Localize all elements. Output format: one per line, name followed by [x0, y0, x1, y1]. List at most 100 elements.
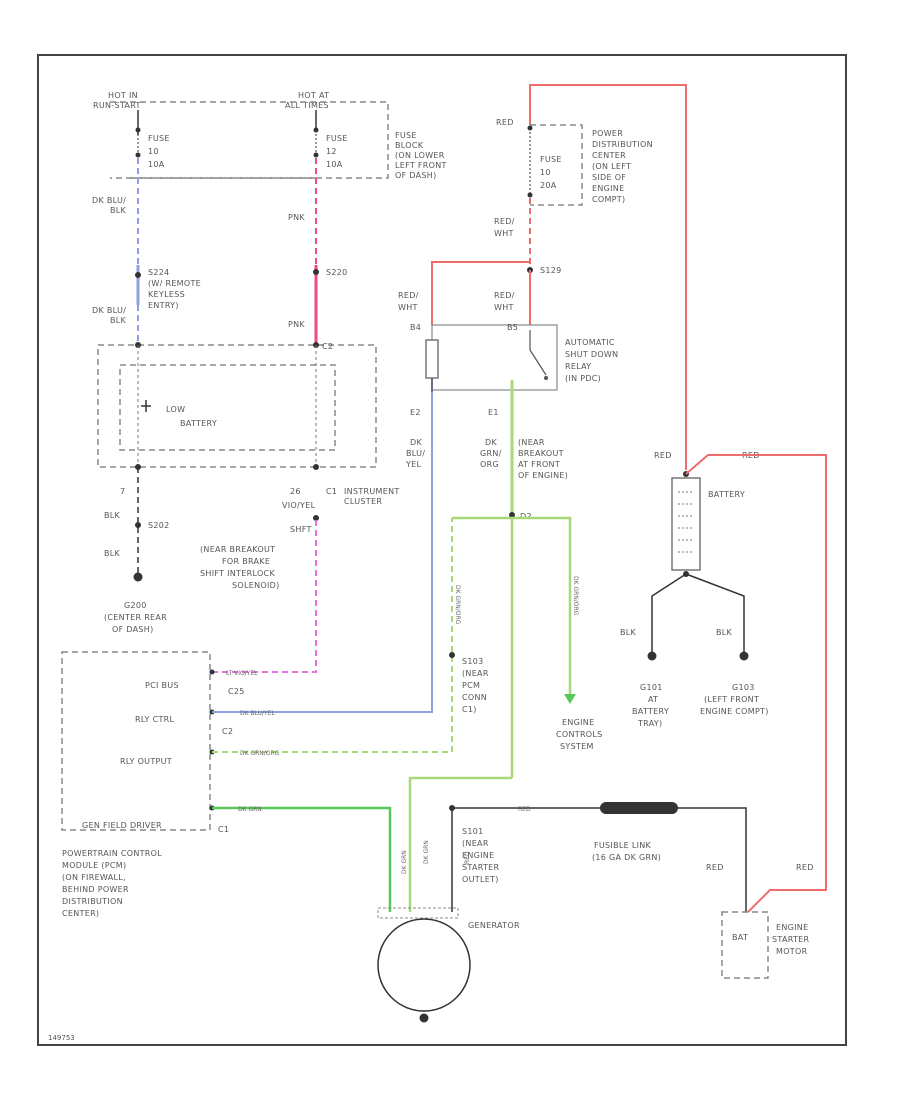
engine-breakout-2: BREAKOUT: [518, 449, 564, 458]
relay-pin-b4: B4: [410, 323, 421, 332]
splice-s202-label: S202: [148, 521, 170, 530]
wire-dk-grn-field: [212, 806, 392, 912]
g103-label-2: (LEFT FRONT: [704, 695, 759, 704]
starter-label-2: STARTER: [772, 935, 810, 944]
pcm-row-rly-ctrl: RLY CTRL: [135, 715, 175, 724]
starter-wire-label: RED: [706, 863, 724, 872]
pdc-fuse-num: 10: [540, 168, 551, 177]
splice-s101-note-2: ENGINE: [462, 851, 494, 860]
wire-label-pnk-2: PNK: [288, 320, 305, 329]
splice-s103-note-3: CONN: [462, 693, 487, 702]
fuse2-num: 12: [326, 147, 337, 156]
fuse-block-outline: [110, 101, 389, 179]
fusible-link-label-1: FUSIBLE LINK: [594, 841, 652, 850]
figure-code: 149753: [48, 1034, 75, 1042]
pdc-fuse-label: FUSE: [540, 155, 562, 164]
wire-label-dk-blu-blk-2b: BLK: [110, 316, 127, 325]
generator-label: GENERATOR: [468, 921, 520, 930]
splice-s224-dot: [135, 272, 141, 278]
g103-label-1: G103: [732, 683, 755, 692]
wire-label-red-gen: RED: [464, 851, 471, 864]
splice-s220-dot: [313, 269, 319, 275]
brake-breakout-3: SHIFT INTERLOCK: [200, 569, 275, 578]
splice-s101-label: S101: [462, 827, 484, 836]
generator-icon: [377, 918, 471, 1012]
pdc-note-2: DISTRIBUTION: [592, 140, 653, 149]
g101-label-1: G101: [640, 683, 663, 692]
engine-breakout-3: AT FRONT: [518, 460, 560, 469]
pcm-title-6: CENTER): [62, 909, 99, 918]
splice-s103-note-2: PCM: [462, 681, 480, 690]
pcm-row-gen-field: GEN FIELD DRIVER: [82, 821, 162, 830]
g101-label-3: BATTERY: [632, 707, 669, 716]
fuse1-label: FUSE: [148, 134, 170, 143]
wire-dk-blu-yel: [212, 345, 433, 713]
engine-controls-1: ENGINE: [562, 718, 594, 727]
engine-breakout-d1: D2: [520, 512, 532, 521]
brake-breakout-1: (NEAR BREAKOUT: [200, 545, 275, 554]
pcm-pin-label-c25: C25: [228, 687, 245, 696]
wire-label-grn-org-1: DK: [485, 438, 497, 447]
splice-s220-label: S220: [326, 268, 348, 277]
pdc-note-7: COMPT): [592, 195, 625, 204]
fuse1-num: 10: [148, 147, 159, 156]
wire-label-red-wht-a1: RED/: [398, 291, 419, 300]
hot-in-run-label-2: RUN-START: [93, 101, 141, 110]
pdc-note-6: ENGINE: [592, 184, 624, 193]
low-battery-lamp-box: [119, 364, 336, 451]
hot-at-all-label: HOT AT: [298, 91, 329, 100]
pcm-outline: [61, 651, 211, 831]
relay-switch-icon: [529, 330, 548, 380]
wire-label-vio-yel: VIO/YEL: [282, 501, 316, 510]
wire-label-grn-org-v1: DK GRN/ORG: [454, 585, 461, 625]
splice-s101-dot: [449, 805, 455, 811]
wire-label-blu-yel-2: BLU/: [406, 449, 425, 458]
cluster-pin-26: 26: [290, 487, 301, 496]
splice-s101-note-4: OUTLET): [462, 875, 499, 884]
brake-breakout-2: FOR BRAKE: [222, 557, 270, 566]
wire-label-blk-batt-2: BLK: [716, 628, 733, 637]
splice-s224-note-2: KEYLESS: [148, 290, 185, 299]
wire-blk-batt-ground: [651, 573, 745, 652]
pdc-note-3: CENTER: [592, 151, 626, 160]
cluster-pin-7: 7: [120, 487, 125, 496]
pcm-pin-1: [209, 669, 215, 675]
fuse2-label: FUSE: [326, 134, 348, 143]
fuse-block-note-2: BLOCK: [395, 141, 424, 150]
g101-label-2: AT: [648, 695, 658, 704]
wire-red-batt-to-starter: [685, 454, 827, 913]
wire-label-dk-blu-blk-1b: BLK: [110, 206, 127, 215]
wire-label-red-wht-a2: WHT: [398, 303, 418, 312]
wire-breakout-h: [452, 516, 572, 695]
splice-s224-label: S224: [148, 268, 170, 277]
cluster-conn-c2: C2: [322, 342, 333, 351]
wire-label-red-fl: RED: [518, 806, 531, 813]
fuse-block-note-1: FUSE: [395, 131, 417, 140]
pdc-wire-out-1: RED/: [494, 217, 515, 226]
wire-label-red-wht-b1: RED/: [494, 291, 515, 300]
fuse2-amp: 10A: [326, 160, 343, 169]
wire-label-grn-h: DK GRN: [238, 806, 262, 813]
splice-s101-note-1: (NEAR: [462, 839, 489, 848]
g200-note-1: (CENTER REAR: [104, 613, 167, 622]
ground-g103-icon: [739, 651, 749, 661]
relay-title-4: (IN PDC): [565, 374, 601, 383]
fuse-block-note-4: LEFT FRONT: [395, 161, 447, 170]
splice-s224-note-3: ENTRY): [148, 301, 179, 310]
starter-label-1: ENGINE: [776, 923, 808, 932]
splice-s101-note-3: STARTER: [462, 863, 500, 872]
pdc-outline: [530, 124, 583, 206]
pcm-row-pci-bus: PCI BUS: [145, 681, 179, 690]
diagram-frame: [37, 54, 847, 1046]
pcm-title-5: DISTRIBUTION: [62, 897, 123, 906]
relay-coil-icon: [425, 339, 439, 379]
wire-label-dk-grn-v2: DK GRN: [423, 840, 430, 864]
wire-label-red-batt-1: RED: [654, 451, 672, 460]
pcm-pin-label-c1b: C1: [218, 825, 229, 834]
fusible-link-label-2: (16 GA DK GRN): [592, 853, 661, 862]
wire-label-red-wht-b2: WHT: [494, 303, 514, 312]
pcm-pin-label-c1a: C2: [222, 727, 233, 736]
engine-controls-2: CONTROLS: [556, 730, 603, 739]
splice-s202-dot: [135, 522, 141, 528]
